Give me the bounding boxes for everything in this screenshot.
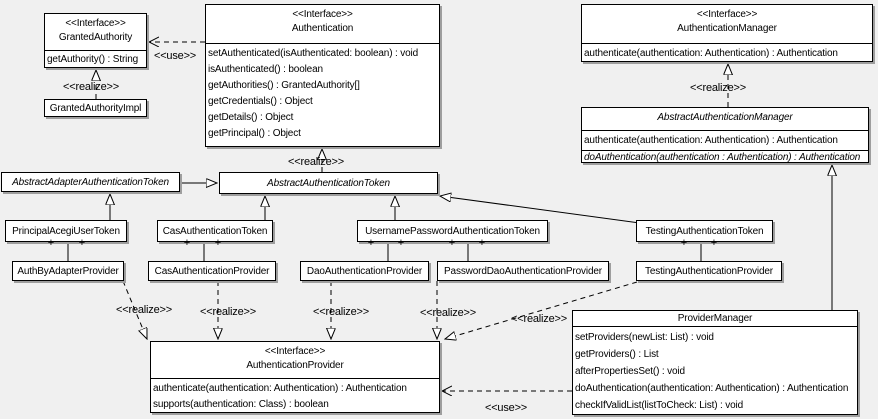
realize-label: <<realize>> bbox=[288, 156, 344, 168]
realize-label: <<realize>> bbox=[116, 304, 172, 316]
association-plus: + bbox=[214, 237, 222, 249]
method-label: doAuthentication(authentication : Authen… bbox=[584, 152, 861, 163]
method-label: getDetails() : Object bbox=[208, 112, 294, 123]
method-label: doAuthentication(authentication: Authent… bbox=[575, 383, 849, 394]
class-name: AbstractAdapterAuthenticationToken bbox=[12, 176, 169, 188]
method-label: authenticate(authentication: Authenticat… bbox=[582, 131, 868, 151]
class-name: ProviderManager bbox=[573, 311, 857, 327]
class-box-provider-manager[interactable]: ProviderManager setProviders(newList: Li… bbox=[572, 310, 858, 415]
class-box-authentication-provider[interactable]: <<Interface>> AuthenticationProvider aut… bbox=[150, 341, 440, 413]
association-plus: + bbox=[448, 237, 456, 249]
realize-label: <<realize>> bbox=[511, 313, 567, 325]
class-name: Authentication bbox=[291, 23, 354, 34]
class-box-cas-authentication-provider[interactable]: CasAuthenticationProvider bbox=[148, 261, 276, 281]
class-name: GrantedAuthority bbox=[58, 32, 133, 43]
method-label: supports(authentication: Class) : boolea… bbox=[153, 399, 329, 410]
class-name: GrantedAuthorityImpl bbox=[49, 102, 142, 114]
method-label: afterPropertiesSet() : void bbox=[575, 366, 685, 377]
realize-label: <<realize>> bbox=[313, 306, 369, 318]
method-label: getAuthority() : String bbox=[47, 54, 139, 65]
class-box-authentication-manager[interactable]: <<Interface>> AuthenticationManager auth… bbox=[581, 4, 873, 62]
association-plus: + bbox=[680, 237, 688, 249]
class-name: TestingAuthenticationToken bbox=[645, 225, 764, 237]
use-label: <<use>> bbox=[484, 402, 528, 414]
edge-realize-testing-authentication-provider[interactable] bbox=[445, 281, 638, 339]
method-label: checkIfValidList(listToCheck: List) : vo… bbox=[575, 400, 744, 411]
class-name: AbstractAuthenticationManager bbox=[657, 112, 793, 123]
method-label: setAuthenticated(isAuthenticated: boolea… bbox=[208, 48, 419, 59]
method-label: getProviders() : List bbox=[575, 349, 659, 360]
class-box-dao-authentication-provider[interactable]: DaoAuthenticationProvider bbox=[300, 261, 429, 281]
stereotype-label: <<Interface>> bbox=[264, 346, 326, 357]
class-name: PasswordDaoAuthenticationProvider bbox=[444, 265, 602, 277]
stereotype-label: <<Interface>> bbox=[696, 9, 758, 20]
class-box-abstract-authentication-token[interactable]: AbstractAuthenticationToken bbox=[219, 172, 438, 194]
class-name: CasAuthenticationToken bbox=[162, 225, 268, 237]
method-label: getCredentials() : Object bbox=[208, 96, 313, 107]
realize-label: <<realize>> bbox=[420, 307, 476, 319]
method-label: getAuthorities() : GrantedAuthority[] bbox=[208, 80, 360, 91]
class-name: PrincipalAcegiUserToken bbox=[12, 225, 120, 237]
class-name: AuthByAdapterProvider bbox=[17, 265, 119, 277]
use-label: <<use>> bbox=[153, 50, 197, 62]
stereotype-label: <<Interface>> bbox=[65, 18, 126, 29]
realize-label: <<realize>> bbox=[690, 82, 746, 94]
association-plus: + bbox=[478, 237, 486, 249]
edge-generalize-testing-token[interactable] bbox=[440, 196, 641, 224]
association-plus: + bbox=[183, 237, 191, 249]
class-name: AbstractAuthenticationToken bbox=[267, 177, 390, 189]
class-name: AuthenticationProvider bbox=[246, 360, 344, 371]
class-box-auth-by-adapter-provider[interactable]: AuthByAdapterProvider bbox=[12, 261, 124, 281]
class-box-abstract-authentication-manager[interactable]: AbstractAuthenticationManager authentica… bbox=[581, 107, 869, 163]
association-plus: + bbox=[397, 237, 405, 249]
class-name: CasAuthenticationProvider bbox=[154, 265, 270, 277]
stereotype-label: <<Interface>> bbox=[292, 9, 353, 20]
association-plus: + bbox=[78, 237, 86, 249]
method-label: authenticate(authentication: Authenticat… bbox=[584, 48, 838, 59]
class-name: AuthenticationManager bbox=[677, 23, 777, 34]
class-box-testing-authentication-token[interactable]: TestingAuthenticationToken bbox=[636, 220, 773, 242]
association-plus: + bbox=[367, 237, 375, 249]
method-label: getPrincipal() : Object bbox=[208, 128, 301, 139]
class-box-password-dao-authentication-provider[interactable]: PasswordDaoAuthenticationProvider bbox=[437, 261, 609, 281]
class-box-authentication[interactable]: <<Interface>> Authentication setAuthenti… bbox=[205, 4, 440, 147]
class-box-granted-authority-impl[interactable]: GrantedAuthorityImpl bbox=[44, 99, 147, 117]
class-box-abstract-adapter-authentication-token[interactable]: AbstractAdapterAuthenticationToken bbox=[1, 172, 180, 192]
class-name: DaoAuthenticationProvider bbox=[306, 265, 423, 277]
realize-label: <<realize>> bbox=[63, 81, 119, 93]
edge-realize-auth-by-adapter-provider[interactable] bbox=[122, 280, 147, 339]
method-label: isAuthenticated() : boolean bbox=[208, 64, 323, 75]
class-box-testing-authentication-provider[interactable]: TestingAuthenticationProvider bbox=[636, 261, 782, 281]
realize-label: <<realize>> bbox=[200, 306, 256, 318]
class-name: TestingAuthenticationProvider bbox=[645, 265, 773, 277]
method-label: authenticate(authentication: Authenticat… bbox=[153, 383, 407, 394]
association-plus: + bbox=[47, 237, 55, 249]
class-box-username-password-authentication-token[interactable]: UsernamePasswordAuthenticationToken bbox=[357, 220, 548, 242]
class-box-granted-authority[interactable]: <<Interface>> GrantedAuthority getAuthor… bbox=[44, 13, 147, 68]
class-name: UsernamePasswordAuthenticationToken bbox=[365, 225, 540, 237]
association-plus: + bbox=[710, 237, 718, 249]
class-box-principal-acegi-user-token[interactable]: PrincipalAcegiUserToken bbox=[5, 220, 127, 242]
class-box-cas-authentication-token[interactable]: CasAuthenticationToken bbox=[157, 220, 273, 242]
method-label: setProviders(newList: List) : void bbox=[575, 332, 714, 343]
